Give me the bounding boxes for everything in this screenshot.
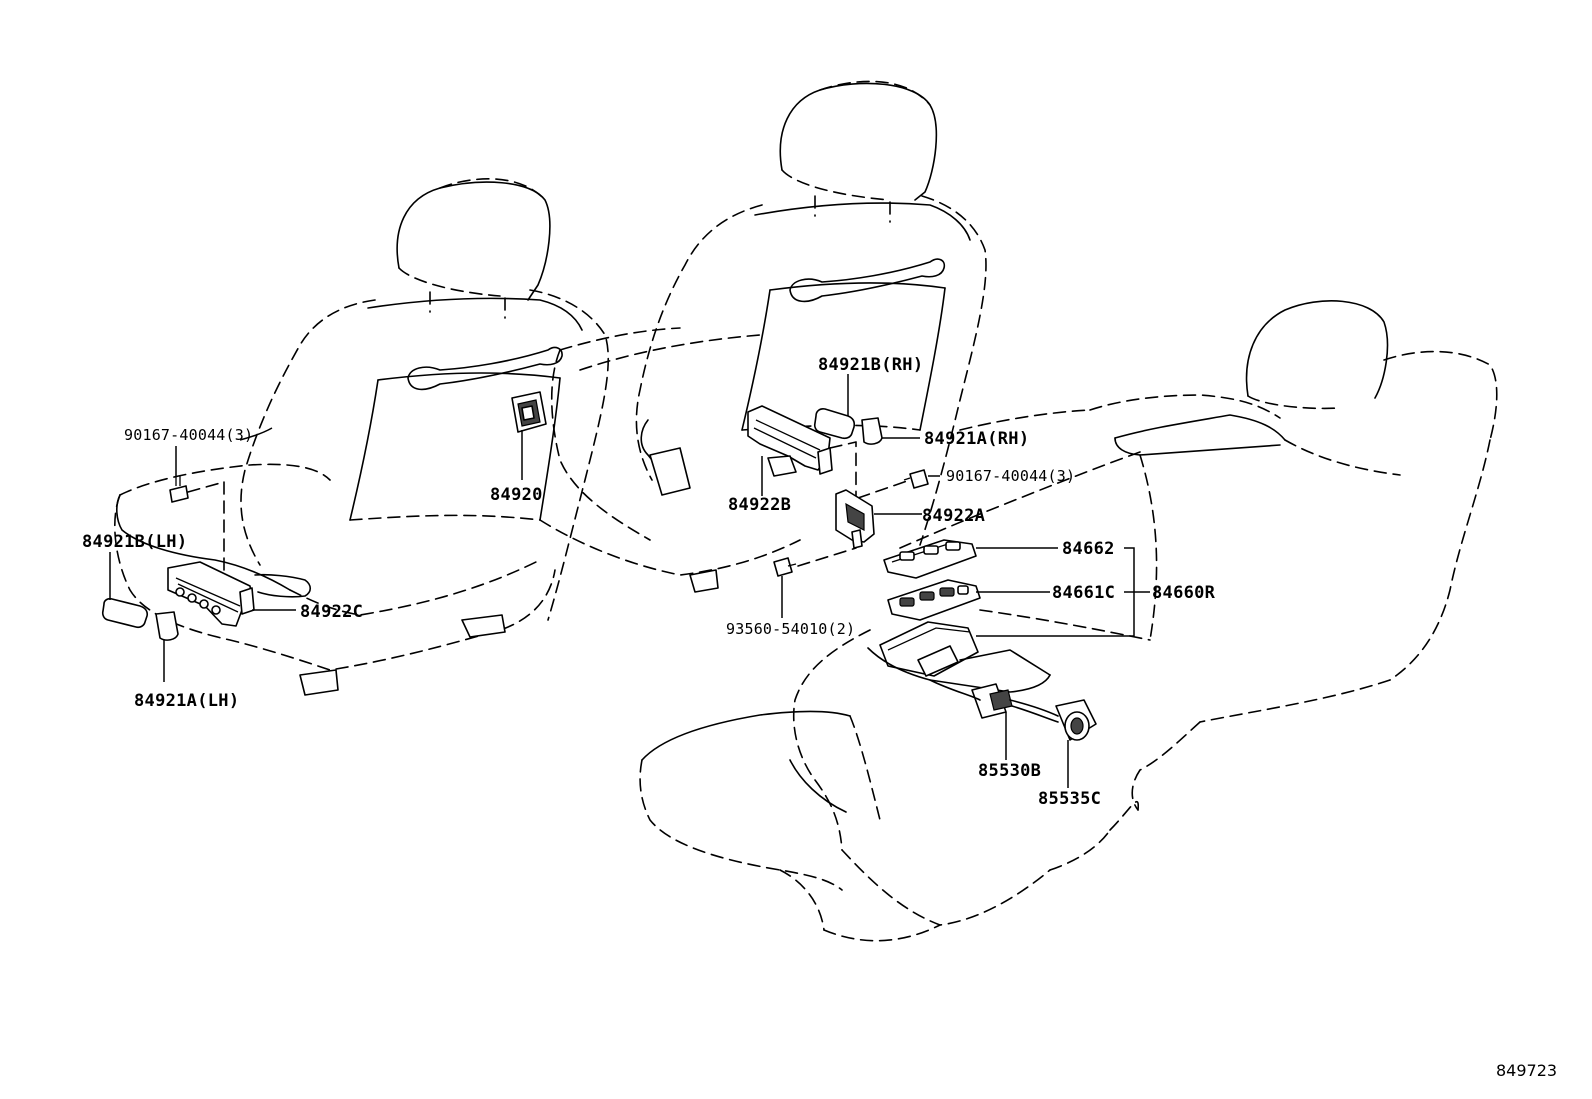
bolt-90167-right — [903, 469, 929, 489]
bolt-93560 — [773, 557, 797, 577]
left-bolt-dash — [187, 481, 225, 493]
bolt-90167-left — [169, 476, 189, 503]
label-84660r: 84660R — [1152, 583, 1216, 603]
label-84922b: 84922B — [728, 495, 791, 515]
label-84921b-lh: 84921B(LH) — [82, 532, 187, 552]
bracket-84922a — [835, 489, 875, 549]
leader-lines — [109, 374, 1150, 788]
center-dash-1 — [829, 441, 857, 501]
label-93560: 93560-54010(2) — [726, 620, 855, 638]
harness-wire-1 — [929, 679, 981, 701]
cover-84921a-lh — [155, 611, 179, 641]
center-dash-3 — [797, 547, 857, 567]
bracket-84922c — [167, 561, 255, 627]
label-84662: 84662 — [1062, 539, 1115, 559]
right-seat-outline — [579, 300, 1498, 811]
label-84921b-rh: 84921B(RH) — [818, 355, 923, 375]
socket-85535c — [1055, 699, 1097, 741]
harness-wire-3 — [1011, 705, 1059, 723]
console-tray-84660r — [879, 621, 979, 677]
label-84922c: 84922C — [300, 602, 363, 622]
switch-panel-84662 — [883, 539, 977, 579]
label-84921a-rh: 84921A(RH) — [924, 429, 1029, 449]
front-right-cushion-outline — [639, 629, 1140, 942]
part-labels: 84921B(RH) 84921A(RH) 90167-40044(3) 849… — [82, 355, 1557, 1080]
left-seat-outline — [114, 178, 610, 696]
center-seat-outline — [539, 80, 987, 593]
module-84922b — [747, 405, 833, 477]
switch-84661c — [887, 579, 981, 621]
label-84922a: 84922A — [922, 506, 985, 526]
label-85530b: 85530B — [978, 761, 1041, 781]
label-90167-left: 90167-40044(3) — [124, 426, 253, 444]
connector-85530b — [971, 683, 1013, 719]
label-84921a-lh: 84921A(LH) — [134, 691, 239, 711]
label-90167-right: 90167-40044(3) — [946, 467, 1075, 485]
label-85535c: 85535C — [1038, 789, 1101, 809]
diagram-id: 849723 — [1496, 1061, 1557, 1080]
seat-heater-switch-84920 — [511, 391, 547, 433]
harness-wire-2 — [1009, 699, 1059, 717]
cover-84921b-rh — [813, 408, 856, 440]
label-84661c: 84661C — [1052, 583, 1115, 603]
label-84920: 84920 — [490, 485, 543, 505]
center-dash-2 — [857, 479, 911, 499]
cover-84921a-rh — [861, 417, 883, 445]
